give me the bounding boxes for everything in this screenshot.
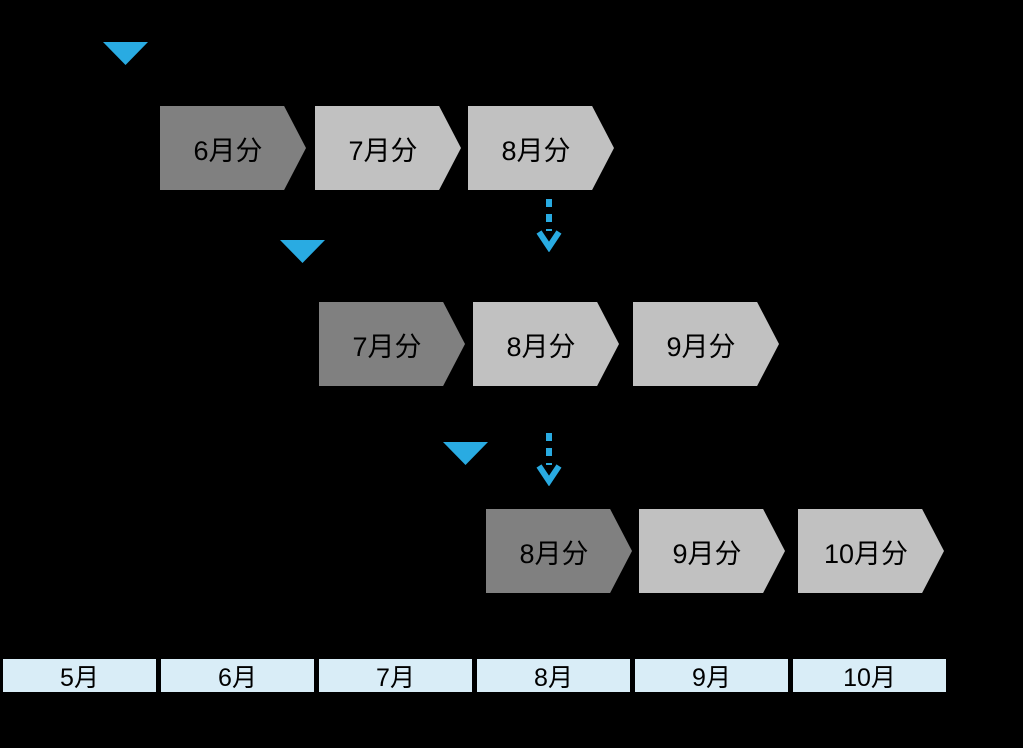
chevron-label: 7月分 bbox=[348, 135, 418, 166]
chevron-row3-step1: 8月分 bbox=[486, 509, 632, 593]
milestone-triangle-icon bbox=[103, 42, 148, 65]
chevron-row2-step1: 7月分 bbox=[319, 302, 465, 386]
chevron-label: 6月分 bbox=[193, 135, 263, 166]
month-cell: 8月 bbox=[477, 659, 630, 692]
month-cell: 9月 bbox=[635, 659, 788, 692]
chevron-row1-step1: 6月分 bbox=[160, 106, 306, 190]
chevron-row3-step3: 10月分 bbox=[798, 509, 944, 593]
chevron-row1-step2: 7月分 bbox=[315, 106, 461, 190]
chevron-row3-step2: 9月分 bbox=[639, 509, 785, 593]
chevron-row1-step3: 8月分 bbox=[468, 106, 614, 190]
chevron-label: 8月分 bbox=[506, 331, 576, 362]
month-cell: 7月 bbox=[319, 659, 472, 692]
dashed-down-arrow-icon bbox=[536, 433, 562, 486]
chevron-label: 7月分 bbox=[352, 331, 422, 362]
month-cell: 10月 bbox=[793, 659, 946, 692]
milestone-triangle-icon bbox=[443, 442, 488, 465]
chevron-label: 9月分 bbox=[672, 538, 742, 569]
chevron-label: 8月分 bbox=[501, 135, 571, 166]
chevron-label: 9月分 bbox=[666, 331, 736, 362]
chevron-row2-step3: 9月分 bbox=[633, 302, 779, 386]
month-cell: 5月 bbox=[3, 659, 156, 692]
month-cell: 6月 bbox=[161, 659, 314, 692]
chevron-label: 10月分 bbox=[823, 538, 909, 569]
chevron-label: 8月分 bbox=[519, 538, 589, 569]
milestone-triangle-icon bbox=[280, 240, 325, 263]
chevron-row2-step2: 8月分 bbox=[473, 302, 619, 386]
dashed-down-arrow-icon bbox=[536, 199, 562, 252]
